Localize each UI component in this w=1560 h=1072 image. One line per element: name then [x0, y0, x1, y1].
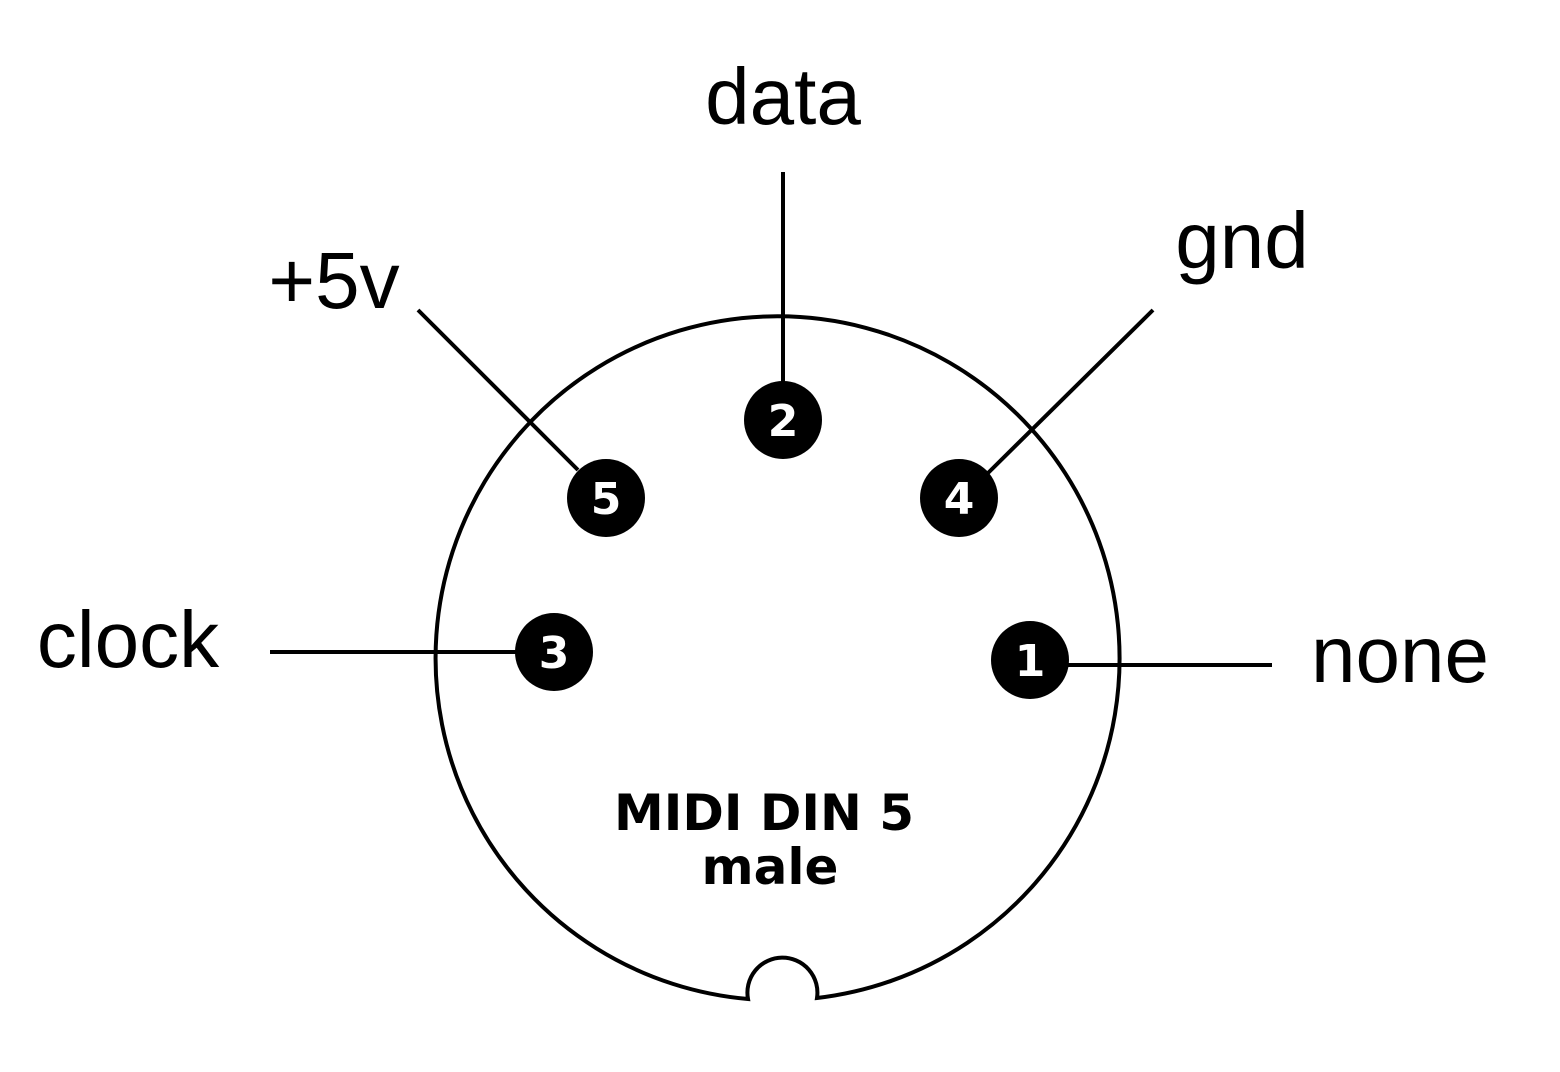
label-gnd: gnd [1175, 196, 1308, 285]
connector-caption-gender: male [702, 838, 839, 896]
connector-caption-title: MIDI DIN 5 [614, 784, 914, 842]
pin-3: 3 [515, 613, 593, 691]
pin-4: 4 [920, 459, 998, 537]
pin-3-dot [515, 613, 593, 691]
pin-3-number: 3 [539, 628, 570, 679]
pin-5: 5 [567, 459, 645, 537]
pin-2-number: 2 [768, 396, 799, 447]
label-clock: clock [37, 595, 220, 684]
pin-4-number: 4 [944, 474, 975, 525]
label-none: none [1311, 610, 1489, 699]
pin-5-dot [567, 459, 645, 537]
pin-2-dot [744, 381, 822, 459]
wire-gnd [985, 308, 1155, 476]
pin-5-number: 5 [591, 474, 622, 525]
pin-1: 1 [991, 621, 1069, 699]
pin-1-number: 1 [1015, 636, 1046, 687]
label-data: data [705, 52, 861, 141]
pin-1-dot [991, 621, 1069, 699]
wire-plus5v [416, 308, 580, 472]
connector-shell [433, 314, 1122, 1002]
pin-4-dot [920, 459, 998, 537]
pin-2: 2 [744, 381, 822, 459]
label-plus5v: +5v [268, 236, 399, 325]
